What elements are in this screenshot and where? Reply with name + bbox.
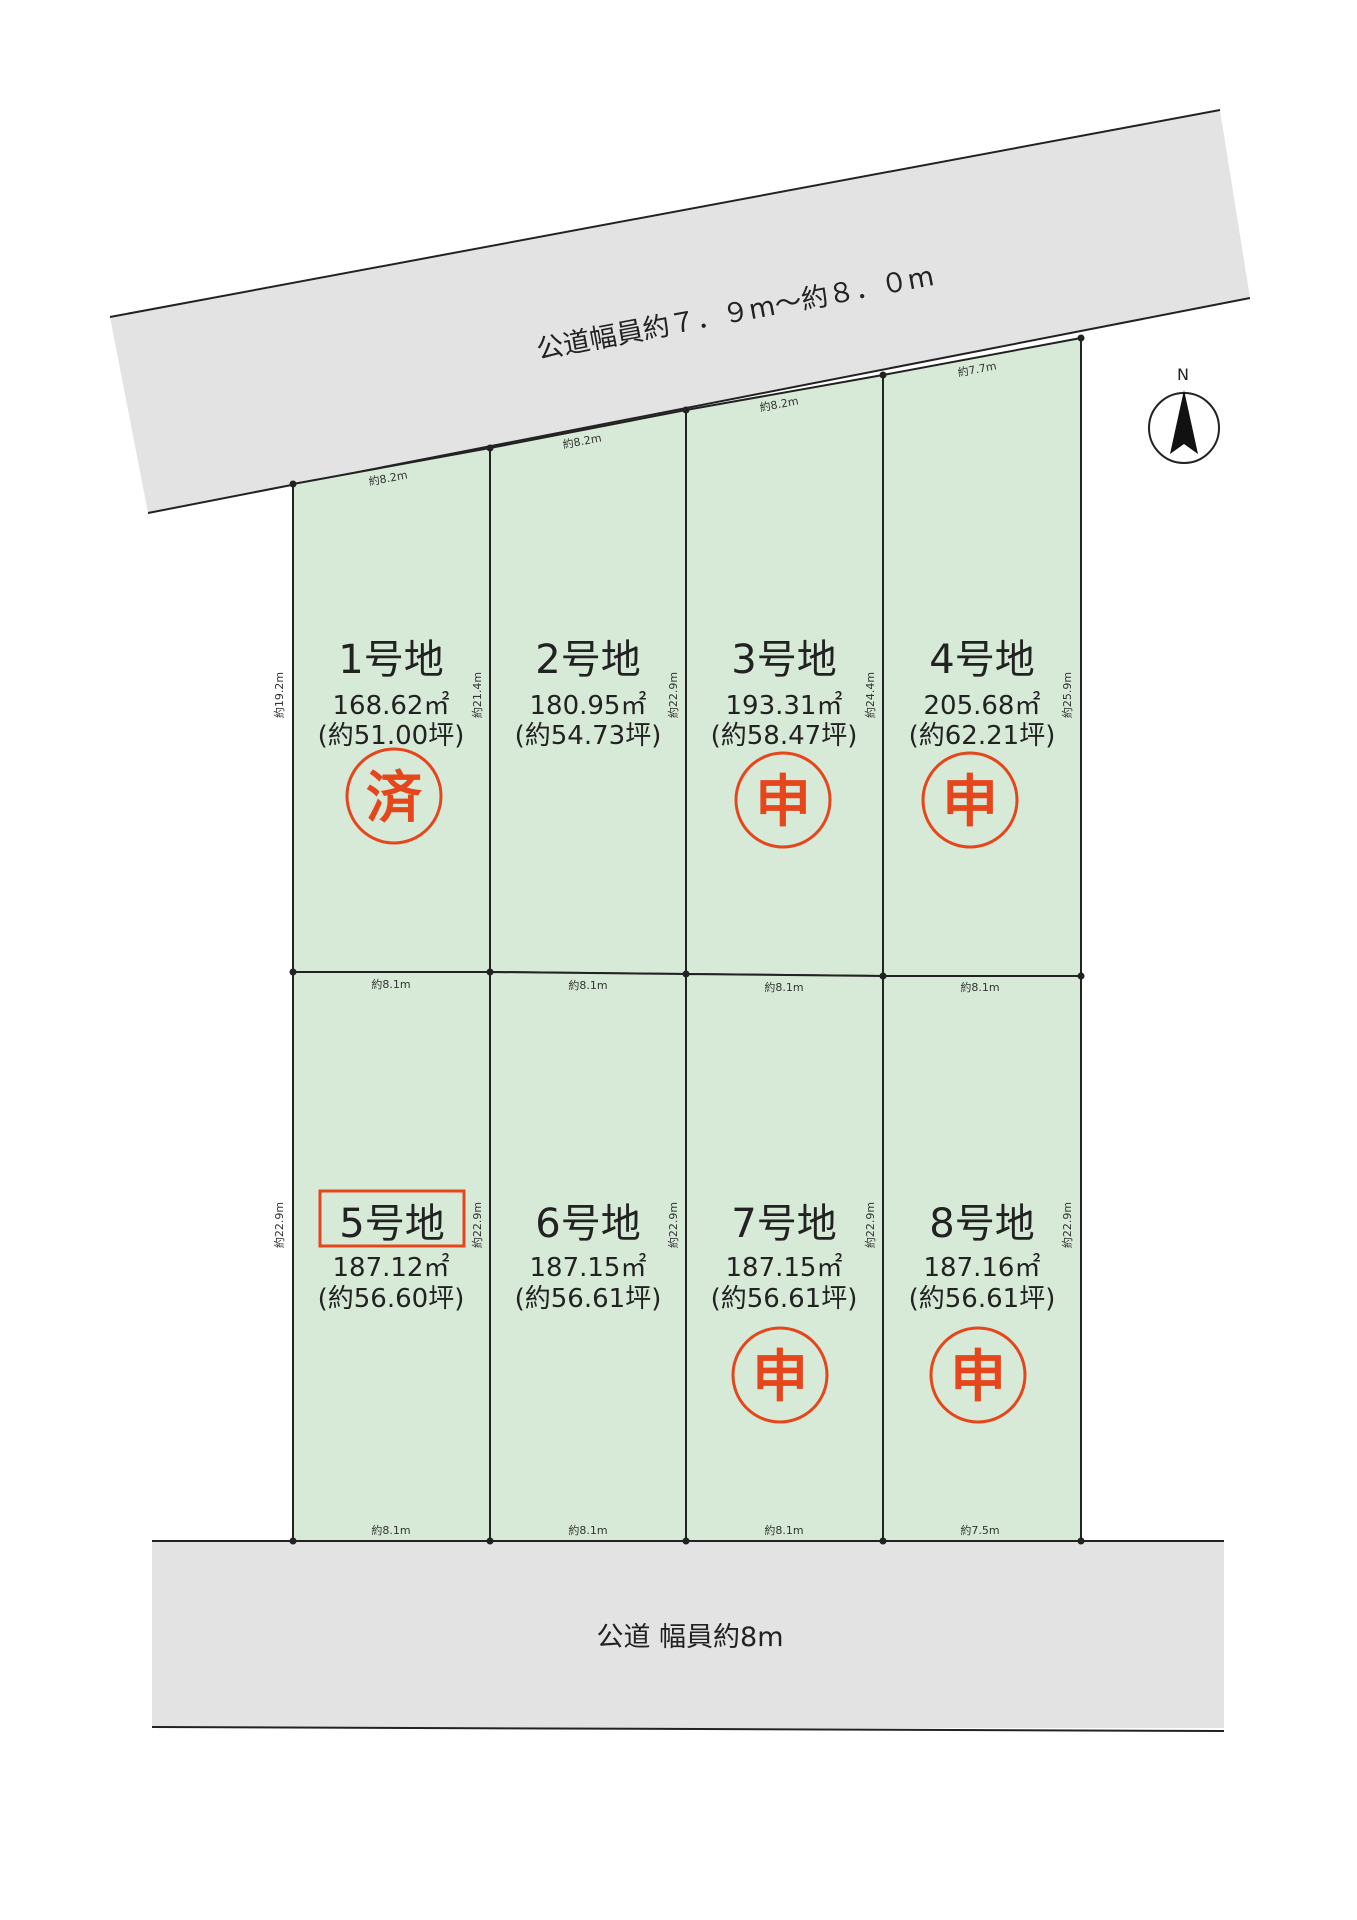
lot-7-label: 7号地 187.15㎡ (約56.61坪) xyxy=(711,1201,858,1314)
boundary-markers xyxy=(289,334,1085,1545)
south-road-edge-bottom xyxy=(151,1726,1225,1732)
application-stamp-icon: 申 xyxy=(752,1345,808,1410)
stamp-ring xyxy=(345,747,443,845)
lot-area: 187.15㎡ xyxy=(530,1253,647,1283)
dimension-label: 約8.1m xyxy=(371,1523,410,1537)
boundary-marker xyxy=(289,480,297,488)
dimension-label: 約21.4m xyxy=(470,672,484,718)
boundary-marker xyxy=(1077,334,1085,342)
boundary-marker xyxy=(486,444,494,452)
lot-area: 187.12㎡ xyxy=(333,1253,450,1283)
dimension-label: 約8.1m xyxy=(568,978,607,992)
north-arrow-icon xyxy=(1170,390,1198,454)
north-road xyxy=(110,110,1250,513)
boundary-marker xyxy=(879,371,887,379)
boundary-marker xyxy=(682,970,690,978)
lot-8-label: 8号地 187.16㎡ (約56.61坪) xyxy=(909,1201,1056,1314)
lot-4-stamp: 申 xyxy=(921,751,1019,849)
application-stamp-icon: 申 xyxy=(942,770,998,835)
north-letter: N xyxy=(1177,365,1189,384)
lot-area: 187.16㎡ xyxy=(924,1253,1041,1283)
lot-tsubo: (約56.61坪) xyxy=(909,1284,1056,1314)
boundary-marker xyxy=(1077,972,1085,980)
boundary-marker xyxy=(486,1537,494,1545)
lot-6-label: 6号地 187.15㎡ (約56.61坪) xyxy=(515,1201,662,1314)
boundary-marker xyxy=(289,968,297,976)
lot-1-label: 1号地 168.62㎡ (約51.00坪) xyxy=(318,637,465,751)
lot-title: 8号地 xyxy=(929,1201,1034,1247)
dimension-label: 約22.9m xyxy=(272,1202,286,1248)
dimension-label: 約7.5m xyxy=(960,1523,999,1537)
lot-area: 180.95㎡ xyxy=(530,691,647,721)
lot-area: 187.15㎡ xyxy=(726,1253,843,1283)
lot-title: 7号地 xyxy=(731,1201,836,1247)
lot-tsubo: (約62.21坪) xyxy=(909,721,1056,751)
lot-title: 2号地 xyxy=(535,637,640,683)
dimension-label: 約8.1m xyxy=(371,977,410,991)
lot-area: 168.62㎡ xyxy=(333,691,450,721)
north-compass: N xyxy=(1148,365,1220,464)
stamp-ring xyxy=(921,751,1019,849)
lot-title: 6号地 xyxy=(535,1201,640,1247)
lot-tsubo: (約56.61坪) xyxy=(515,1284,662,1314)
dimension-label: 約24.4m xyxy=(863,672,877,718)
south-road-label: 公道 幅員約8m xyxy=(596,1622,783,1653)
boundary-marker xyxy=(879,1537,887,1545)
dimension-label: 約22.9m xyxy=(470,1202,484,1248)
lot-title: 3号地 xyxy=(731,637,836,683)
stamp-ring xyxy=(734,751,832,849)
lot-4-label: 4号地 205.68㎡ (約62.21坪) xyxy=(909,637,1056,751)
lot-3-label: 3号地 193.31㎡ (約58.47坪) xyxy=(711,637,858,751)
stamp-ring xyxy=(929,1326,1027,1424)
dimension-label: 約8.1m xyxy=(568,1523,607,1537)
lot-title: 4号地 xyxy=(929,637,1034,683)
lot-area: 193.31㎡ xyxy=(726,691,843,721)
lot-3-stamp: 申 xyxy=(734,751,832,849)
application-stamp-icon: 申 xyxy=(950,1345,1006,1410)
dimension-label: 約25.9m xyxy=(1060,672,1074,718)
lot-1-stamp: 済 xyxy=(345,747,443,845)
lot-5-highlight-box xyxy=(318,1189,466,1248)
lot-area: 205.68㎡ xyxy=(924,691,1041,721)
north-road-edge-top xyxy=(109,109,1221,318)
lot-tsubo: (約56.60坪) xyxy=(318,1284,465,1314)
boundary-marker xyxy=(682,406,690,414)
stamp-ring xyxy=(731,1326,829,1424)
lot-tsubo: (約54.73坪) xyxy=(515,721,662,751)
dimension-label: 約22.9m xyxy=(1060,1202,1074,1248)
lot-tsubo: (約58.47坪) xyxy=(711,721,858,751)
application-stamp-icon: 申 xyxy=(755,770,811,835)
south-road xyxy=(152,1540,1224,1728)
dimension-label: 約22.9m xyxy=(666,1202,680,1248)
lot-title: 1号地 xyxy=(338,637,443,683)
dimension-label: 約8.1m xyxy=(764,1523,803,1537)
lot-5-label: 5号地 187.12㎡ (約56.60坪) xyxy=(318,1189,466,1314)
lot-2-label: 2号地 180.95㎡ (約54.73坪) xyxy=(515,637,662,751)
boundary-marker xyxy=(879,972,887,980)
lot-8-stamp: 申 xyxy=(929,1326,1027,1424)
boundary-marker xyxy=(289,1537,297,1545)
sold-stamp-icon: 済 xyxy=(366,766,423,831)
boundary-marker xyxy=(486,968,494,976)
lot-tsubo: (約56.61坪) xyxy=(711,1284,858,1314)
dimension-label: 約19.2m xyxy=(272,672,286,718)
dimension-label: 約22.9m xyxy=(666,672,680,718)
boundary-marker xyxy=(1077,1537,1085,1545)
lot-tsubo: (約51.00坪) xyxy=(318,721,465,751)
dimension-label: 約22.9m xyxy=(863,1202,877,1248)
lot-7-stamp: 申 xyxy=(731,1326,829,1424)
dimension-label: 約8.1m xyxy=(764,980,803,994)
dimension-label: 約8.1m xyxy=(960,980,999,994)
lot-title: 5号地 xyxy=(339,1201,444,1247)
boundary-marker xyxy=(682,1537,690,1545)
